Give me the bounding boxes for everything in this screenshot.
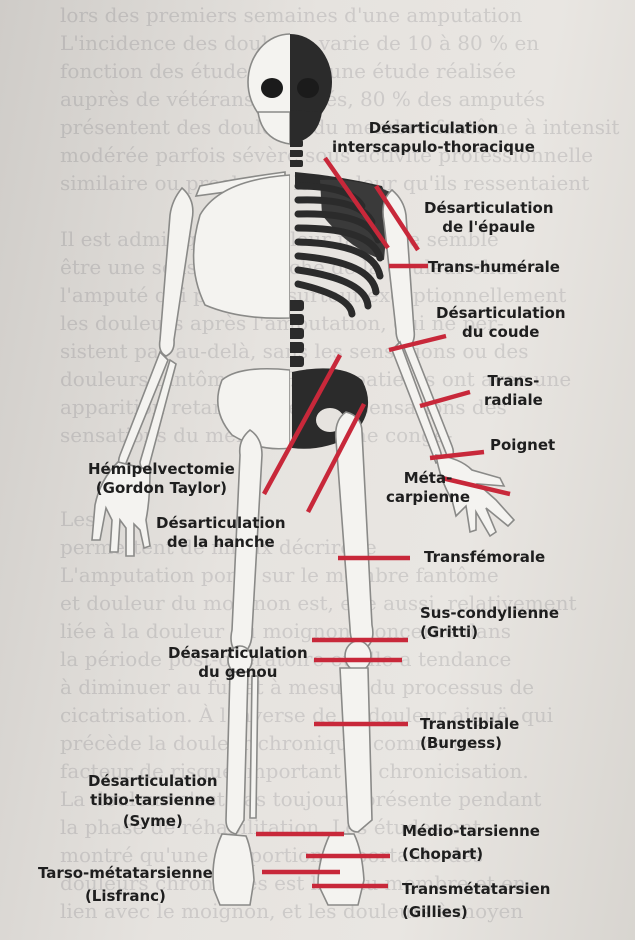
label-interscapulo-line2: interscapulo-thoracique xyxy=(332,138,535,157)
label-coude: Désarticulation du coude xyxy=(436,304,566,342)
label-poignet: Poignet xyxy=(490,436,555,455)
label-tarso-metatarsienne: Tarso-métatarsienne (Lisfranc) xyxy=(38,864,213,906)
label-trans-humerale: Trans-humérale xyxy=(428,258,560,277)
label-metacarpienne-line1: Méta- xyxy=(386,469,470,488)
left-eye-socket xyxy=(261,78,283,98)
label-medio-tarsienne-line1: Médio-tarsienne xyxy=(402,822,540,841)
label-transmetatarsien-line2: (Gillies) xyxy=(402,903,550,922)
label-tarso-metatarsienne-line1: Tarso-métatarsienne xyxy=(38,864,213,883)
label-hanche-line2: de la hanche xyxy=(156,533,286,552)
label-epaule-line2: de l'épaule xyxy=(424,218,554,237)
label-hemipelvectomie-line2: (Gordon Taylor) xyxy=(88,479,235,498)
label-transtibiale-line2: (Burgess) xyxy=(420,734,519,753)
label-trans-radiale: Trans- radiale xyxy=(484,372,543,410)
label-metacarpienne: Méta- carpienne xyxy=(386,469,470,507)
label-transmetatarsien-line1: Transmétatarsien xyxy=(402,880,550,899)
label-epaule-line1: Désarticulation xyxy=(424,199,554,218)
label-hanche-line1: Désarticulation xyxy=(156,514,286,533)
label-transtibiale-line1: Transtibiale xyxy=(420,715,519,734)
label-transmetatarsien: Transmétatarsien (Gillies) xyxy=(402,880,550,922)
label-sus-condylienne-line2: (Gritti) xyxy=(420,623,559,642)
label-interscapulo-thoracique: Désarticulation interscapulo-thoracique xyxy=(332,119,535,157)
label-sus-condylienne: Sus-condylienne (Gritti) xyxy=(420,604,559,642)
label-tibio-tarsienne-line3: (Syme) xyxy=(88,812,218,831)
label-tibio-tarsienne-line2: tibio-tarsienne xyxy=(88,791,218,810)
skeleton-right-side xyxy=(248,34,514,905)
label-hemipelvectomie-line1: Hémipelvectomie xyxy=(88,460,235,479)
label-tibio-tarsienne: Désarticulation tibio-tarsienne (Syme) xyxy=(88,772,218,831)
label-tarso-metatarsienne-line2: (Lisfranc) xyxy=(38,887,213,906)
label-medio-tarsienne: Médio-tarsienne (Chopart) xyxy=(402,822,540,864)
label-medio-tarsienne-line2: (Chopart) xyxy=(402,845,540,864)
label-trans-radiale-line1: Trans- xyxy=(484,372,543,391)
label-genou-line2: du genou xyxy=(168,663,308,682)
right-eye-socket xyxy=(297,78,319,98)
label-genou-line1: Déasarticulation xyxy=(168,644,308,663)
label-coude-line2: du coude xyxy=(436,323,566,342)
label-transfemorale: Transfémorale xyxy=(424,548,545,567)
label-transtibiale: Transtibiale (Burgess) xyxy=(420,715,519,753)
label-trans-radiale-line2: radiale xyxy=(484,391,543,410)
label-tibio-tarsienne-line1: Désarticulation xyxy=(88,772,218,791)
label-hanche: Désarticulation de la hanche xyxy=(156,514,286,552)
label-metacarpienne-line2: carpienne xyxy=(386,488,470,507)
label-sus-condylienne-line1: Sus-condylienne xyxy=(420,604,559,623)
label-interscapulo-line1: Désarticulation xyxy=(332,119,535,138)
label-hemipelvectomie: Hémipelvectomie (Gordon Taylor) xyxy=(88,460,235,498)
label-genou: Déasarticulation du genou xyxy=(168,644,308,682)
label-epaule: Désarticulation de l'épaule xyxy=(424,199,554,237)
label-coude-line1: Désarticulation xyxy=(436,304,566,323)
